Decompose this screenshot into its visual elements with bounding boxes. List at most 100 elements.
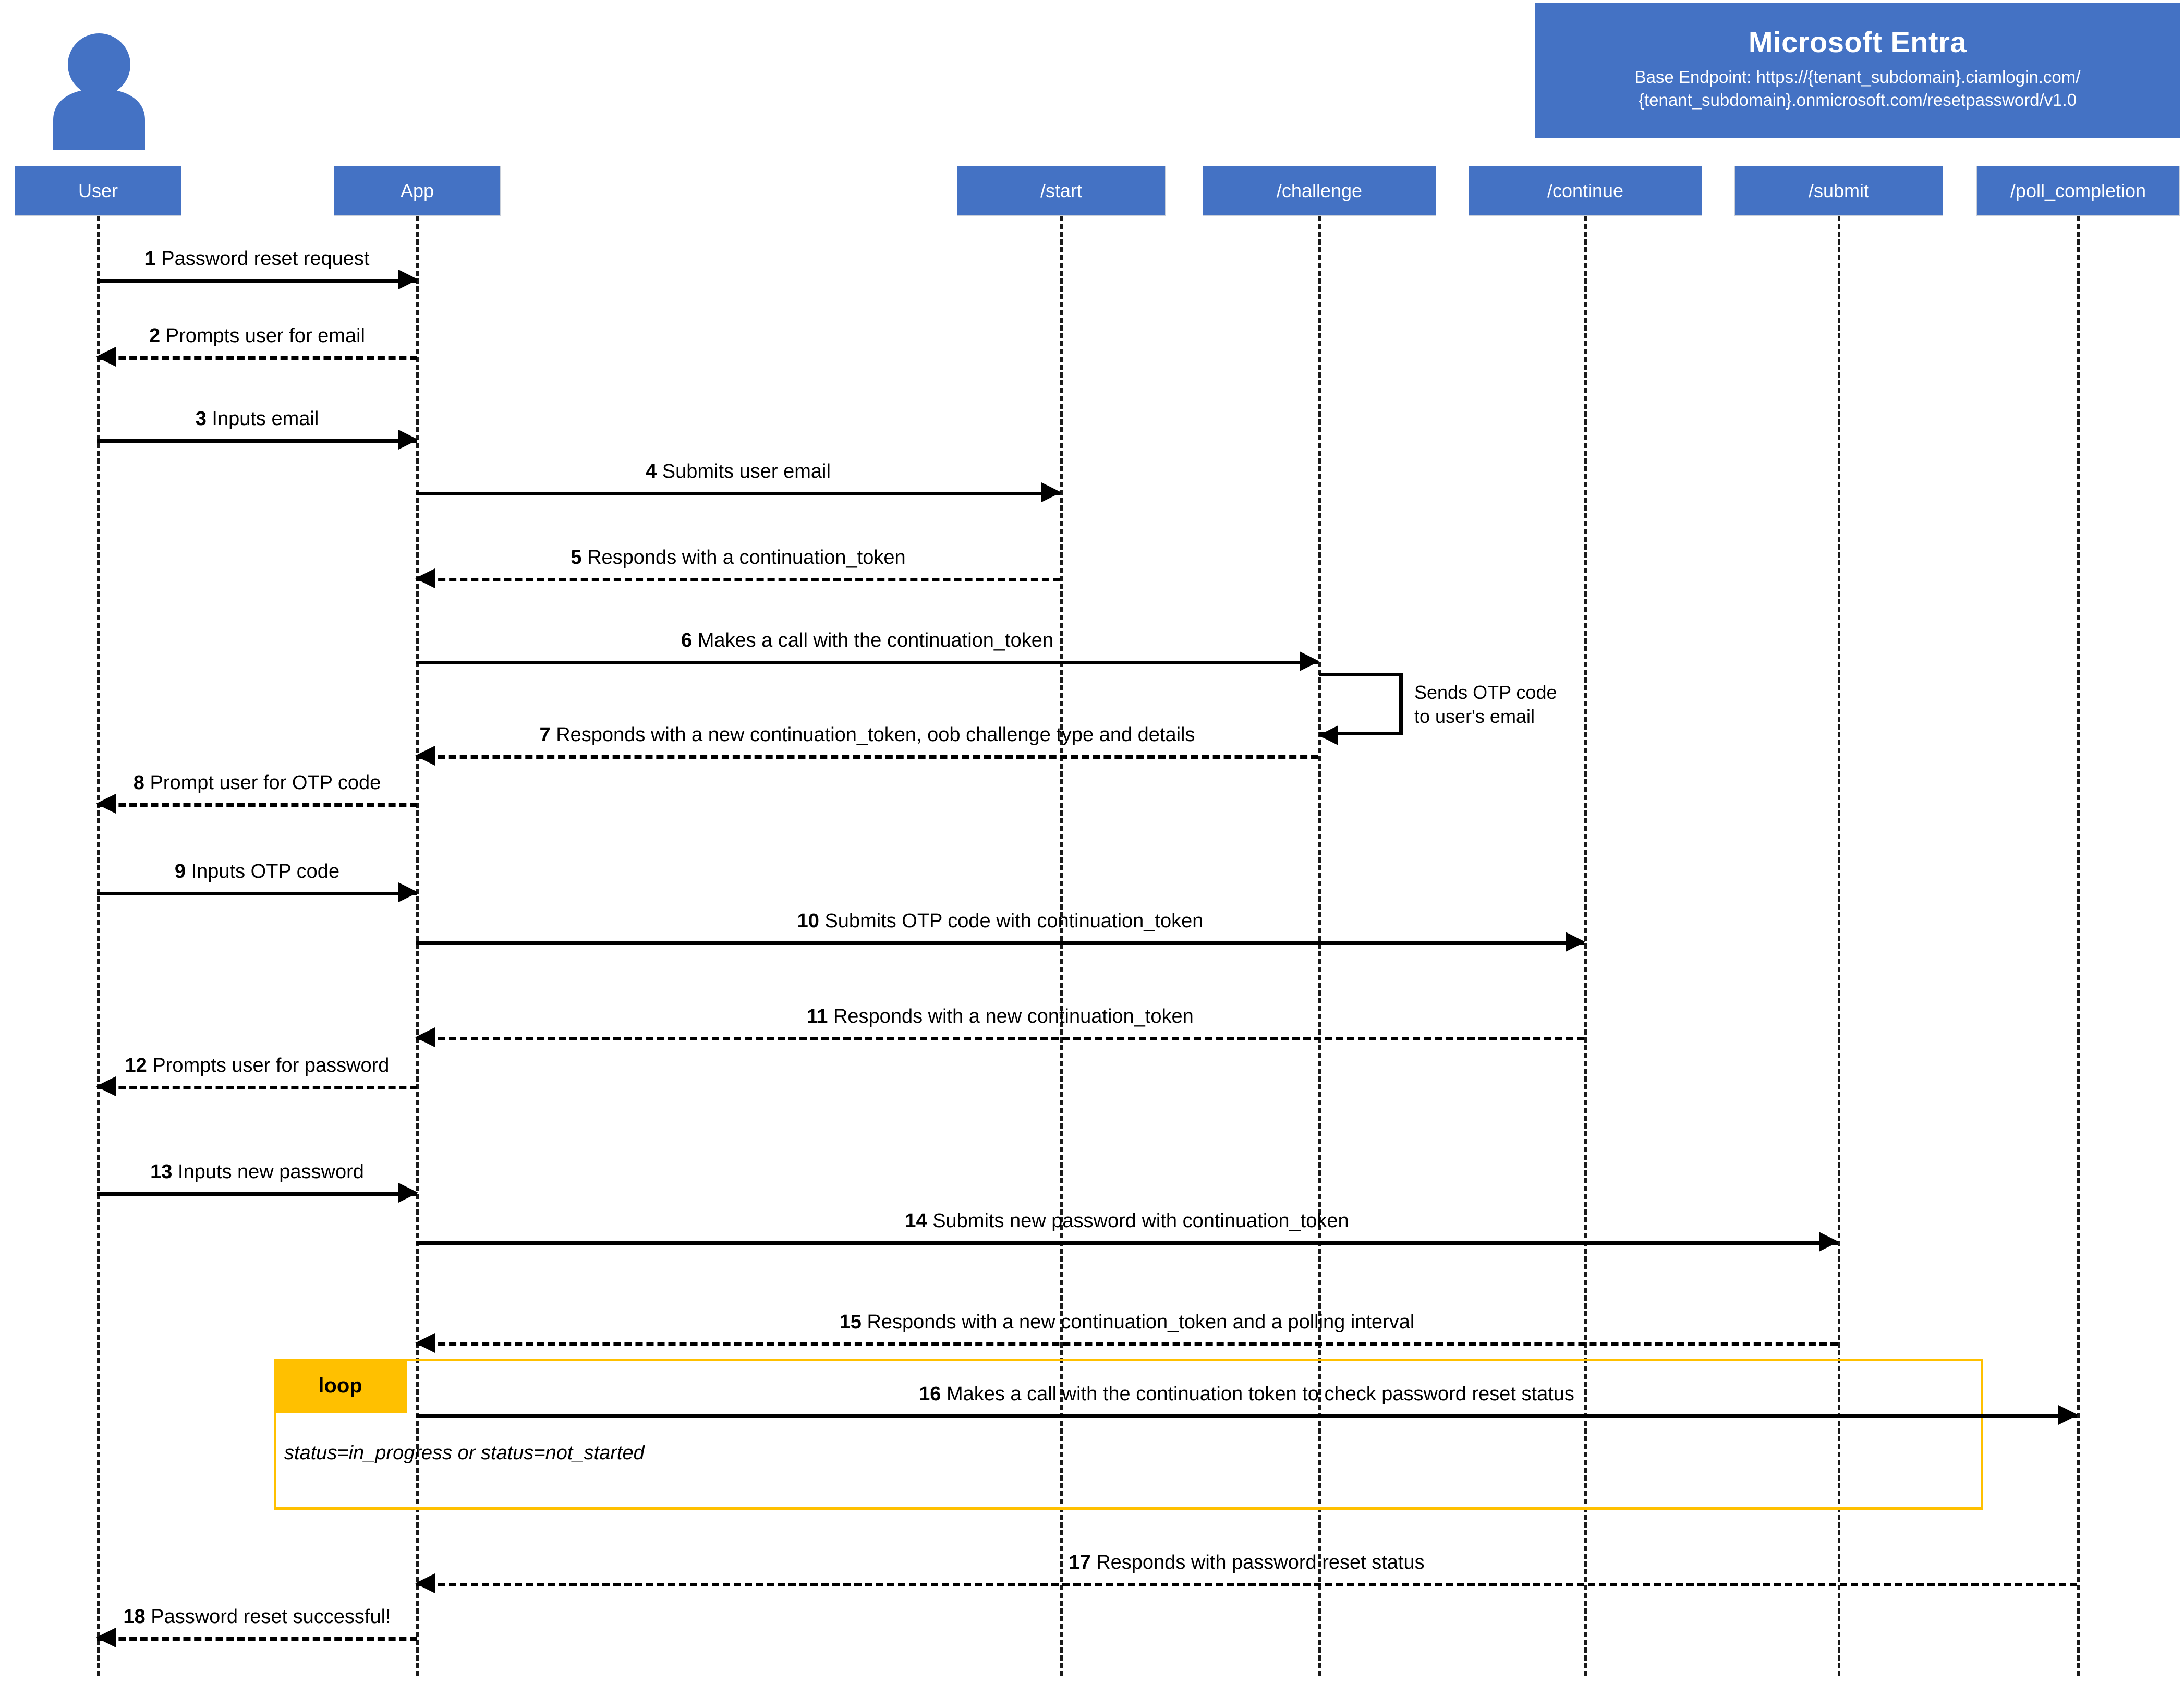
self-message-note: Sends OTP code to user's email xyxy=(1414,681,1557,729)
participant-header-poll-completion[interactable]: /poll_completion xyxy=(1976,166,2180,216)
message-12-label: 12 Prompts user for password xyxy=(97,1055,417,1077)
message-1-line xyxy=(97,279,417,283)
message-13-number: 13 xyxy=(150,1161,173,1183)
message-12-number: 12 xyxy=(125,1055,147,1077)
message-6-line xyxy=(416,661,1318,664)
entra-endpoint-line-2: {tenant_subdomain}.onmicrosoft.com/reset… xyxy=(1638,90,2077,110)
message-5-text: Responds with a continuation_token xyxy=(587,547,906,569)
message-4-label: 4 Submits user email xyxy=(416,461,1060,483)
entra-endpoint-line-1: Base Endpoint: https://{tenant_subdomain… xyxy=(1634,67,2081,87)
lifeline-submit xyxy=(1838,216,1840,1676)
self-message-note-line-1: Sends OTP code xyxy=(1414,682,1557,703)
message-18-line xyxy=(97,1637,417,1641)
arrowhead-right-icon xyxy=(1300,651,1319,671)
message-5-number: 5 xyxy=(571,547,582,569)
message-2-label: 2 Prompts user for email xyxy=(97,325,417,348)
loop-fragment-frame xyxy=(274,1359,1983,1510)
message-14-number: 14 xyxy=(905,1210,927,1232)
message-7-line xyxy=(416,755,1318,759)
arrowhead-left-icon xyxy=(96,1628,116,1647)
message-8-line xyxy=(97,803,417,807)
arrowhead-left-icon xyxy=(415,1333,435,1353)
arrowhead-right-icon xyxy=(398,270,418,289)
message-13-text: Inputs new password xyxy=(177,1161,364,1183)
message-11-number: 11 xyxy=(807,1005,828,1028)
arrowhead-left-icon xyxy=(415,746,435,766)
lifeline-poll-completion xyxy=(2077,216,2080,1676)
message-7-label: 7 Responds with a new continuation_token… xyxy=(416,724,1318,747)
message-15-line xyxy=(416,1342,1838,1346)
message-3-line xyxy=(97,439,417,443)
self-message-bottom-segment xyxy=(1319,732,1403,735)
self-message-challenge[interactable] xyxy=(1318,673,1403,745)
message-4-number: 4 xyxy=(646,461,657,483)
lifeline-continue xyxy=(1584,216,1587,1676)
participant-label-start: /start xyxy=(1040,180,1082,201)
participant-header-app[interactable]: App xyxy=(334,166,501,216)
message-4-text: Submits user email xyxy=(662,461,831,483)
arrowhead-right-icon xyxy=(2058,1405,2078,1425)
arrowhead-left-icon xyxy=(415,1027,435,1047)
lifeline-app xyxy=(416,216,419,1676)
message-17-line xyxy=(416,1583,2077,1586)
entra-header-panel: Microsoft Entra Base Endpoint: https://{… xyxy=(1535,3,2180,138)
participant-header-challenge[interactable]: /challenge xyxy=(1203,166,1436,216)
message-18-text: Password reset successful! xyxy=(151,1606,391,1628)
message-7-text: Responds with a new continuation_token, … xyxy=(556,724,1195,746)
participant-label-user: User xyxy=(78,180,118,201)
arrowhead-left-icon xyxy=(1318,725,1338,745)
message-7-number: 7 xyxy=(539,724,551,746)
arrowhead-left-icon xyxy=(96,1076,116,1096)
lifeline-user xyxy=(97,216,100,1676)
arrowhead-right-icon xyxy=(1041,482,1061,502)
message-16-text: Makes a call with the continuation token… xyxy=(946,1383,1574,1406)
message-8-number: 8 xyxy=(133,772,144,794)
message-5-line xyxy=(416,578,1060,581)
participant-header-user[interactable]: User xyxy=(15,166,181,216)
message-1-number: 1 xyxy=(144,248,156,270)
lifeline-challenge xyxy=(1318,216,1321,1676)
message-9-number: 9 xyxy=(174,861,186,883)
message-10-text: Submits OTP code with continuation_token xyxy=(824,910,1204,932)
message-6-number: 6 xyxy=(681,629,693,652)
self-message-note-line-2: to user's email xyxy=(1414,706,1535,728)
arrowhead-left-icon xyxy=(96,347,116,367)
arrowhead-left-icon xyxy=(415,568,435,588)
arrowhead-left-icon xyxy=(96,794,116,814)
participant-label-challenge: /challenge xyxy=(1276,180,1363,201)
participant-header-submit[interactable]: /submit xyxy=(1734,166,1943,216)
message-11-label: 11 Responds with a new continuation_toke… xyxy=(416,1005,1584,1028)
message-9-line xyxy=(97,892,417,895)
message-16-number: 16 xyxy=(919,1383,941,1406)
message-3-label: 3 Inputs email xyxy=(97,408,417,431)
message-8-label: 8 Prompt user for OTP code xyxy=(97,772,417,795)
message-16-line xyxy=(416,1414,2077,1418)
lifeline-start xyxy=(1060,216,1063,1676)
participant-header-start[interactable]: /start xyxy=(957,166,1166,216)
message-14-label: 14 Submits new password with continuatio… xyxy=(416,1210,1838,1233)
message-2-text: Prompts user for email xyxy=(165,325,365,347)
message-10-label: 10 Submits OTP code with continuation_to… xyxy=(416,910,1584,933)
self-message-side-segment xyxy=(1399,673,1403,735)
message-18-label: 18 Password reset successful! xyxy=(97,1606,417,1629)
message-14-line xyxy=(416,1241,1838,1245)
message-6-text: Makes a call with the continuation_token xyxy=(697,629,1053,652)
message-11-text: Responds with a new continuation_token xyxy=(833,1005,1194,1028)
message-15-text: Responds with a new continuation_token a… xyxy=(867,1311,1415,1334)
message-11-line xyxy=(416,1037,1584,1040)
message-3-number: 3 xyxy=(195,408,207,430)
message-2-number: 2 xyxy=(149,325,161,347)
message-17-label: 17 Responds with password reset status xyxy=(416,1552,2077,1574)
message-8-text: Prompt user for OTP code xyxy=(150,772,381,794)
arrowhead-right-icon xyxy=(398,1183,418,1203)
message-1-label: 1 Password reset request xyxy=(97,248,417,271)
message-17-text: Responds with password reset status xyxy=(1096,1552,1425,1574)
self-message-top-segment xyxy=(1319,673,1403,676)
participant-label-poll-completion: /poll_completion xyxy=(2010,180,2146,201)
entra-title: Microsoft Entra xyxy=(1748,26,1967,58)
participant-header-continue[interactable]: /continue xyxy=(1469,166,1702,216)
loop-fragment-tag: loop xyxy=(274,1359,407,1413)
participant-label-submit: /submit xyxy=(1808,180,1870,201)
message-1-text: Password reset request xyxy=(161,248,370,270)
message-6-label: 6 Makes a call with the continuation_tok… xyxy=(416,629,1318,652)
